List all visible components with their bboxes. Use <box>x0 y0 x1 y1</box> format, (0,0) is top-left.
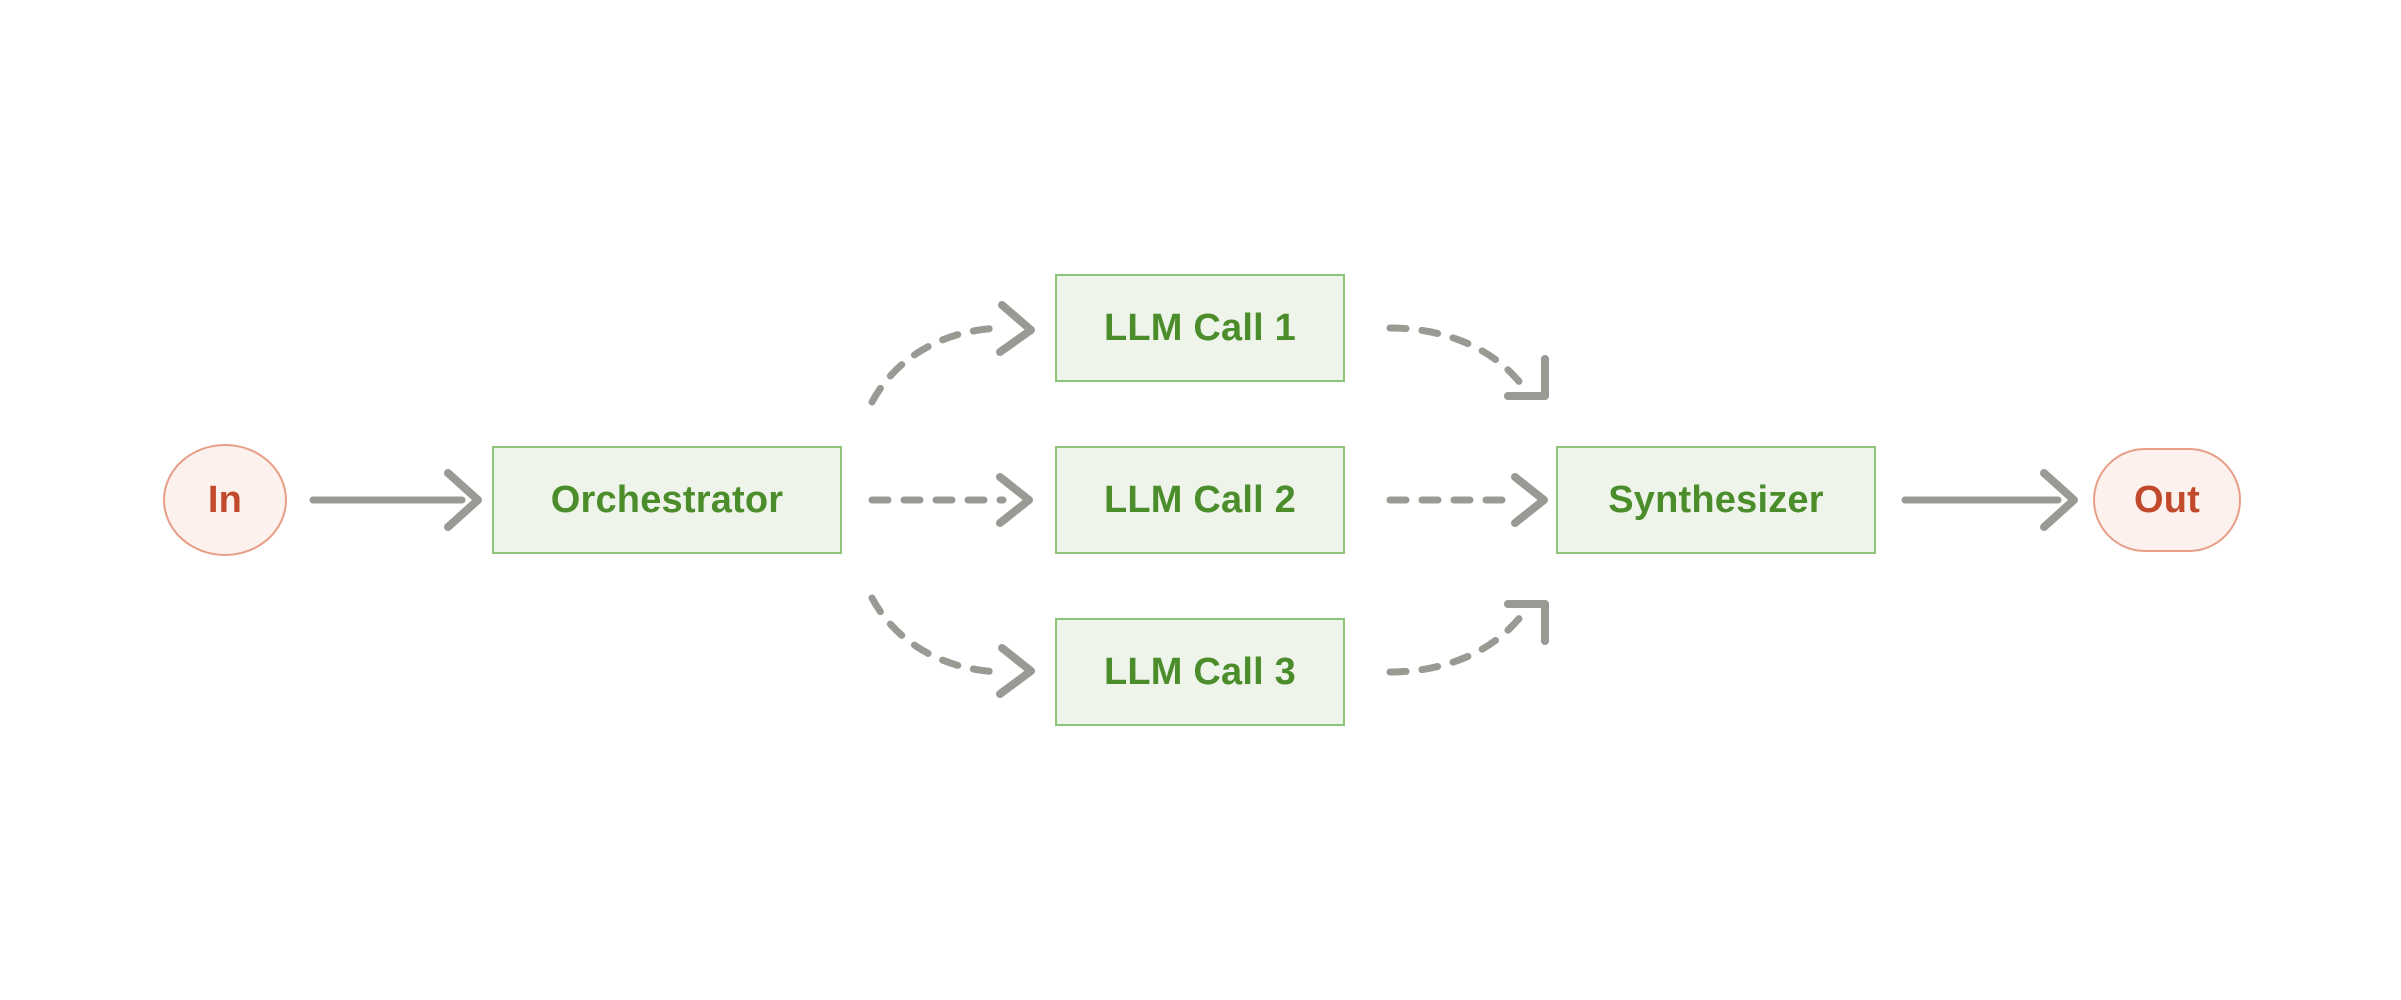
node-synthesizer[interactable]: Synthesizer <box>1556 446 1876 554</box>
edge-llm1-to-synthesizer <box>1386 324 1549 400</box>
edge-in-to-orchestrator <box>309 469 482 531</box>
edge-line <box>868 594 1009 676</box>
node-llm-call-1[interactable]: LLM Call 1 <box>1055 274 1345 382</box>
arrowhead-icon <box>1511 473 1548 527</box>
node-llm-call-2-label: LLM Call 2 <box>1103 479 1297 521</box>
arrowhead-icon <box>996 644 1035 698</box>
edge-line <box>1386 604 1531 676</box>
arrowhead-icon <box>996 473 1033 527</box>
edge-llm3-to-synthesizer <box>1386 600 1549 676</box>
node-orchestrator[interactable]: Orchestrator <box>492 446 842 554</box>
edge-line <box>868 324 1009 406</box>
edge-orchestrator-to-llm2 <box>868 473 1033 527</box>
node-llm-call-1-label: LLM Call 1 <box>1103 307 1297 349</box>
arrowhead-icon <box>2040 469 2078 531</box>
node-llm-call-3[interactable]: LLM Call 3 <box>1055 618 1345 726</box>
arrowhead-icon <box>1504 600 1549 645</box>
node-llm-call-3-label: LLM Call 3 <box>1103 651 1297 693</box>
node-in-label: In <box>207 479 243 521</box>
edge-synthesizer-to-out <box>1901 469 2078 531</box>
arrowhead-icon <box>996 301 1035 356</box>
node-in[interactable]: In <box>163 444 287 556</box>
arrowhead-icon <box>444 469 482 531</box>
edge-line <box>1386 324 1531 396</box>
edge-orchestrator-to-llm3 <box>868 594 1035 698</box>
node-orchestrator-label: Orchestrator <box>550 479 784 521</box>
arrowhead-icon <box>1504 355 1549 400</box>
edge-llm2-to-synthesizer <box>1386 473 1548 527</box>
edge-orchestrator-to-llm1 <box>868 301 1035 406</box>
node-out[interactable]: Out <box>2093 448 2241 552</box>
node-out-label: Out <box>2133 479 2201 521</box>
node-synthesizer-label: Synthesizer <box>1608 479 1824 521</box>
node-llm-call-2[interactable]: LLM Call 2 <box>1055 446 1345 554</box>
